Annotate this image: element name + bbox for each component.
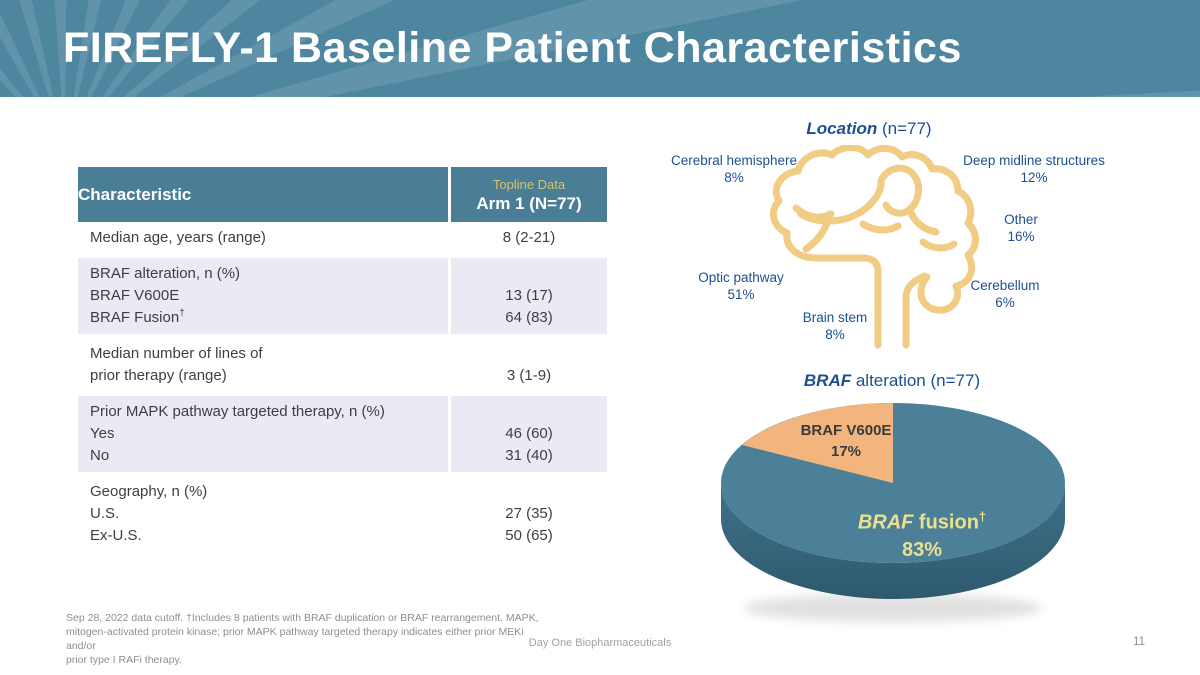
column-header-topline: Topline Data — [492, 176, 566, 192]
row-value: 3 (1-9) — [506, 367, 552, 384]
pie-side — [721, 483, 1065, 599]
pie-shadow — [743, 594, 1043, 622]
table-row: Median age, years (range) 8 (2-21) — [78, 222, 607, 254]
dagger-footnote-marker: † — [179, 308, 185, 319]
row-label: BRAF Fusion† — [90, 308, 185, 327]
title-banner: FIREFLY-1 Baseline Patient Characteristi… — [0, 0, 1200, 97]
row-label: BRAF alteration, n (%) — [90, 265, 241, 282]
row-value: 46 (60) — [505, 425, 553, 442]
row-label: Prior MAPK pathway targeted therapy, n (… — [90, 403, 385, 420]
row-label: BRAF V600E — [90, 287, 180, 304]
row-label: Yes — [90, 425, 115, 442]
characteristics-table: Characteristic Topline Data Arm 1 (N=77)… — [78, 167, 607, 556]
row-value: 50 (65) — [505, 527, 553, 544]
row-value: 64 (83) — [505, 309, 553, 326]
row-value: 13 (17) — [505, 287, 553, 304]
column-header-characteristic: Characteristic — [78, 184, 192, 204]
table-row: Geography, n (%) U.S. Ex-U.S. 27 (35) 50… — [78, 476, 607, 552]
pie-slice-v600e — [742, 403, 893, 483]
table-row: Median number of lines of prior therapy … — [78, 338, 607, 392]
pie-label-fusion: BRAF fusion† 83% — [857, 509, 987, 561]
dagger-footnote-marker: † — [978, 509, 987, 524]
location-title: Location (n=77) — [806, 119, 932, 138]
row-value — [451, 401, 607, 423]
row-value — [451, 481, 607, 503]
row-label: prior therapy (range) — [90, 367, 227, 384]
row-label: No — [90, 447, 110, 464]
pie-title: BRAF alteration (n=77) — [803, 371, 981, 390]
pie-label-v600e: BRAF V600E 17% — [800, 422, 892, 460]
row-label: U.S. — [90, 505, 120, 522]
pie-chart — [713, 398, 1073, 638]
page-number: 11 — [1133, 636, 1145, 648]
table-header-row: Characteristic Topline Data Arm 1 (N=77) — [78, 167, 607, 222]
row-label: Ex-U.S. — [90, 527, 142, 544]
row-value: 31 (40) — [505, 447, 553, 464]
brain-icon — [769, 145, 979, 349]
row-value — [451, 343, 607, 365]
row-value: 27 (35) — [505, 505, 553, 522]
footer-brand: Day One Biopharmaceuticals — [528, 637, 672, 649]
row-label: Median number of lines of — [90, 345, 263, 362]
row-label: Geography, n (%) — [90, 483, 208, 500]
table-row: Prior MAPK pathway targeted therapy, n (… — [78, 396, 607, 472]
table-row: BRAF alteration, n (%) BRAF V600E BRAF F… — [78, 258, 607, 334]
row-label: Median age, years (range) — [90, 229, 266, 246]
column-header-arm: Arm 1 (N=77) — [476, 193, 582, 213]
row-value — [451, 263, 607, 285]
slide-title: FIREFLY-1 Baseline Patient Characteristi… — [63, 24, 962, 72]
row-value: 8 (2-21) — [502, 229, 556, 246]
footnote: Sep 28, 2022 data cutoff. †Includes 8 pa… — [66, 612, 539, 666]
